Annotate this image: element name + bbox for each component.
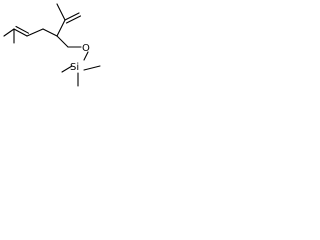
- bond-c5-c6: [56, 19, 66, 37]
- carbon-skeleton: [3, 3, 82, 48]
- bond-c3-c4: [26, 28, 44, 37]
- oxygen-atom-label: O: [82, 43, 90, 54]
- bond-c6-ch2-double-b: [65, 15, 82, 24]
- bond-c1-c2: [3, 28, 15, 37]
- bond-c6-methyl: [56, 3, 66, 21]
- bond-si-methyl-left: [61, 65, 73, 73]
- bond-c5-ch2: [56, 35, 69, 48]
- silicon-atom-label: Si: [70, 62, 79, 73]
- bond-c2-c3-double-a: [13, 28, 28, 37]
- bond-oxygen-silicon: [83, 51, 89, 61]
- chemical-structure-diagram: O Si: [3, 3, 101, 87]
- bond-c6-ch2-double-a: [64, 12, 80, 21]
- bond-c4-c5: [42, 28, 58, 37]
- bond-si-methyl-right: [83, 65, 101, 71]
- trimethylsilyl-group: [61, 65, 101, 87]
- bond-c2-c3-double-b: [15, 25, 30, 34]
